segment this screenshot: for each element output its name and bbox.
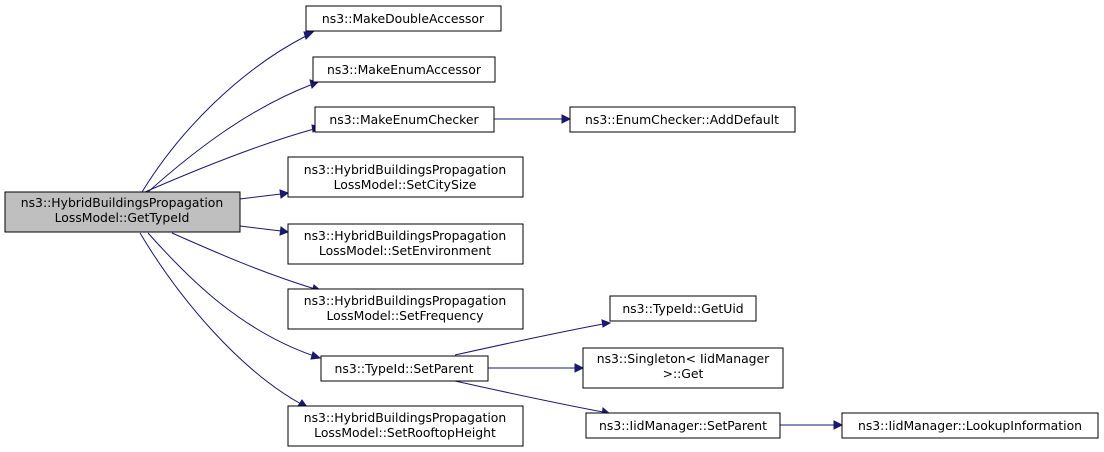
node-set-frequency-line-1: ns3::HybridBuildingsPropagation [304, 293, 507, 308]
edge-typeid-set-parent-singleton-get [488, 363, 585, 373]
node-typeid-set-parent[interactable]: ns3::TypeId::SetParent [320, 355, 489, 382]
edge-make-enum-checker-add-default [494, 114, 572, 124]
node-iidmanager-lookup-information[interactable]: ns3::IidManager::LookupInformation [841, 412, 1099, 439]
node-singleton-get[interactable]: ns3::Singleton< IidManager >::Get [582, 347, 784, 389]
node-set-environment-line-1: ns3::HybridBuildingsPropagation [304, 228, 507, 243]
node-typeid-get-uid[interactable]: ns3::TypeId::GetUid [609, 295, 757, 322]
node-make-double-accessor-label: ns3::MakeDoubleAccessor [322, 11, 485, 26]
node-set-frequency-line-2: LossModel::SetFrequency [326, 308, 483, 323]
node-set-rooftop-height[interactable]: ns3::HybridBuildingsPropagation LossMode… [287, 405, 524, 447]
node-iidmanager-set-parent-label: ns3::IidManager::SetParent [599, 418, 767, 433]
node-iidmanager-lookup-information-label: ns3::IidManager::LookupInformation [858, 418, 1082, 433]
node-typeid-set-parent-label: ns3::TypeId::SetParent [335, 361, 474, 376]
node-set-city-size-line-1: ns3::HybridBuildingsPropagation [304, 162, 507, 177]
node-make-enum-accessor[interactable]: ns3::MakeEnumAccessor [312, 56, 496, 83]
node-singleton-get-line-2: >::Get [663, 366, 704, 381]
node-make-enum-checker-label: ns3::MakeEnumChecker [329, 112, 479, 127]
node-enum-checker-add-default[interactable]: ns3::EnumChecker::AddDefault [569, 106, 796, 133]
node-root-gettypeid[interactable]: ns3::HybridBuildingsPropagation LossMode… [4, 191, 241, 233]
node-set-environment-line-2: LossModel::SetEnvironment [319, 243, 491, 258]
node-root-line-1: ns3::HybridBuildingsPropagation [21, 195, 224, 210]
node-root-line-2: LossModel::GetTypeId [55, 210, 190, 225]
node-set-rooftop-height-line-1: ns3::HybridBuildingsPropagation [304, 410, 507, 425]
node-typeid-get-uid-label: ns3::TypeId::GetUid [622, 301, 743, 316]
node-set-city-size[interactable]: ns3::HybridBuildingsPropagation LossMode… [287, 156, 524, 198]
edge-typeid-set-parent-get-uid [454, 319, 612, 356]
nodes: ns3::HybridBuildingsPropagation LossMode… [4, 5, 1099, 447]
edge-root-set-environment [239, 225, 290, 236]
edge-root-typeid-set-parent [147, 232, 322, 360]
node-make-enum-checker[interactable]: ns3::MakeEnumChecker [314, 106, 495, 133]
edge-root-make-double-accessor [141, 31, 315, 193]
edge-root-set-rooftop-height [139, 232, 309, 408]
edge-iidmanager-set-parent-lookup-information [780, 420, 844, 430]
node-set-city-size-line-2: LossModel::SetCitySize [334, 177, 477, 192]
node-make-enum-accessor-label: ns3::MakeEnumAccessor [327, 62, 482, 77]
node-set-frequency[interactable]: ns3::HybridBuildingsPropagation LossMode… [287, 288, 524, 330]
node-set-environment[interactable]: ns3::HybridBuildingsPropagation LossMode… [287, 223, 524, 265]
node-singleton-get-line-1: ns3::Singleton< IidManager [597, 351, 770, 366]
node-make-double-accessor[interactable]: ns3::MakeDoubleAccessor [305, 5, 502, 32]
node-set-rooftop-height-line-2: LossModel::SetRooftopHeight [314, 425, 496, 440]
edge-root-set-city-size [239, 189, 290, 200]
node-iidmanager-set-parent[interactable]: ns3::IidManager::SetParent [585, 412, 781, 439]
node-enum-checker-add-default-label: ns3::EnumChecker::AddDefault [585, 112, 779, 127]
